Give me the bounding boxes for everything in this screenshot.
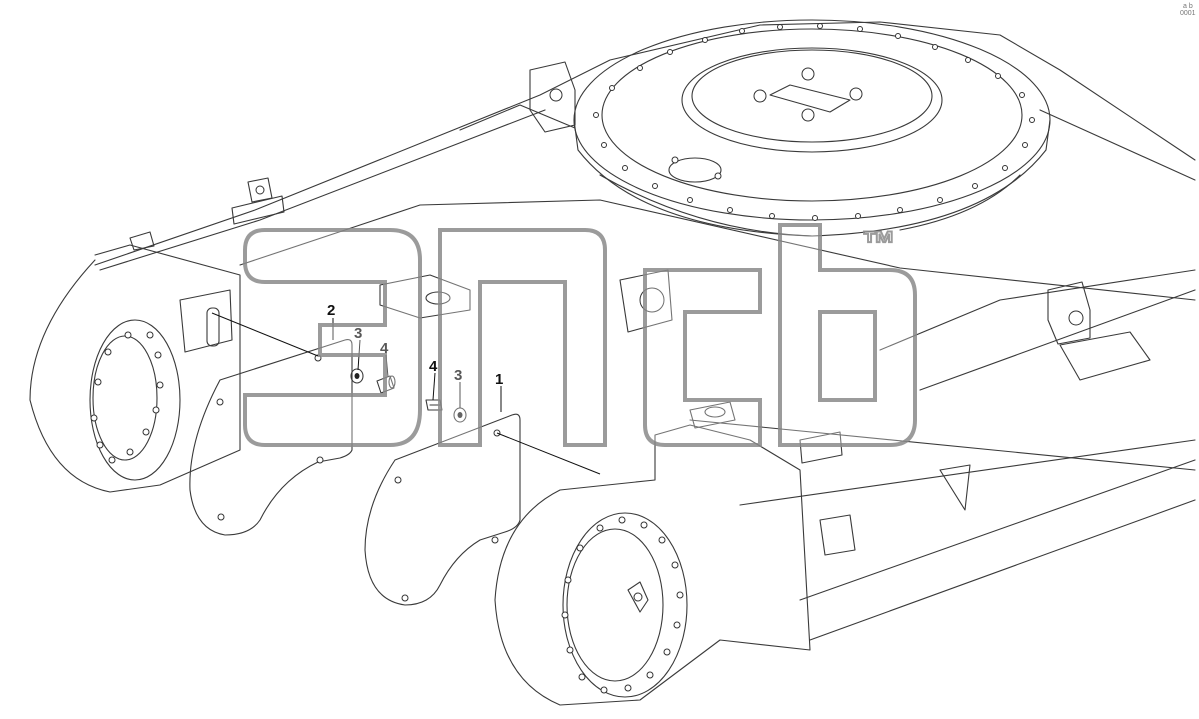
slewing-ring-bolt-holes <box>593 23 1035 221</box>
callout-1: 1 <box>495 371 503 388</box>
corner-mark-2: 0001 <box>1180 10 1196 17</box>
corner-mark-1: a b <box>1183 3 1193 10</box>
cover-plate-2 <box>189 339 353 536</box>
corner-marks: a b 0001 <box>1180 3 1196 17</box>
cover-plate-1 <box>364 413 521 606</box>
watermark-logo: ™ <box>243 223 917 447</box>
left-track-frame <box>29 244 241 493</box>
callout-2: 2 <box>327 302 335 319</box>
upper-frame-outline <box>94 21 1196 641</box>
slewing-ring <box>573 19 1051 237</box>
trademark-symbol: ™ <box>862 225 896 263</box>
assembly-axis-lines <box>211 312 601 475</box>
callout-4-right: 4 <box>429 358 438 375</box>
mounting-lug-left <box>129 177 285 251</box>
mounting-lug-right <box>1047 281 1151 381</box>
mounting-lug-top <box>529 61 576 133</box>
callout-4-left: 4 <box>380 340 389 357</box>
callout-3-left: 3 <box>354 325 362 342</box>
washer-3-left <box>350 368 364 384</box>
callout-3-right: 3 <box>454 367 462 384</box>
right-track-frame <box>494 424 971 706</box>
callout-labels: 2 3 4 4 3 1 <box>327 302 503 388</box>
